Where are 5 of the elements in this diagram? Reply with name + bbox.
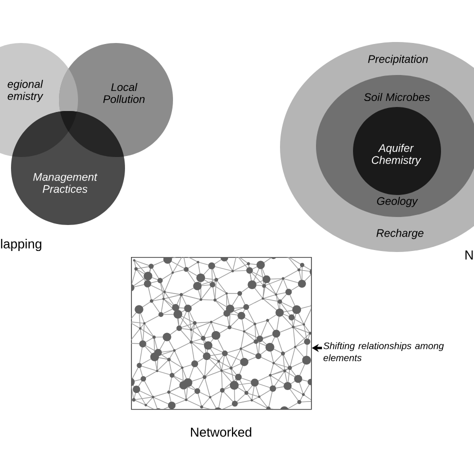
section-label: Networked (191, 427, 252, 437)
section-label: N (465, 250, 473, 260)
annotation-text: Shifting relationships among elements (323, 342, 444, 362)
network-drawing (131, 257, 312, 410)
section-label: lapping (1, 238, 42, 252)
